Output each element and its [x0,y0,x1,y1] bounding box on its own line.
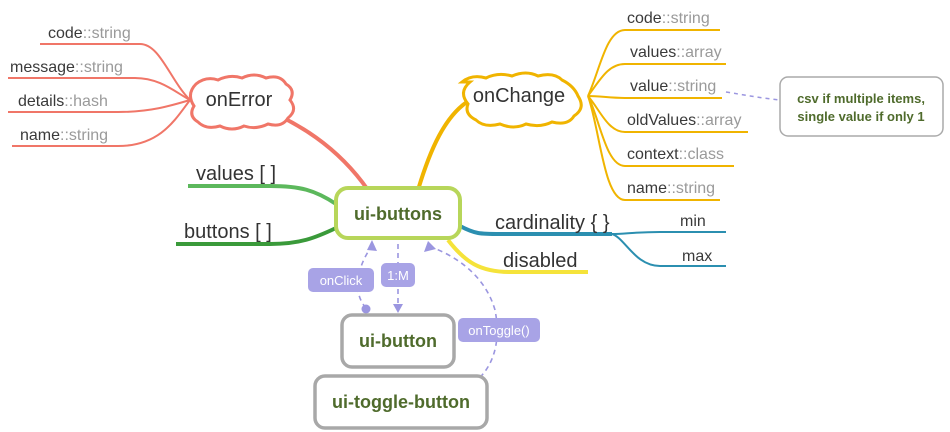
on-error-cloud [189,73,295,131]
ui-toggle-button-node[interactable]: ui-toggle-button [313,374,489,430]
on-change-item: code::string [627,10,710,27]
on-change-leaf-line [587,95,720,201]
on-click-arrow [367,240,377,251]
on-change-branch [416,29,748,201]
buttons-label: buttons [ ] [184,221,272,243]
on-error-node[interactable]: onError [189,73,295,131]
note-line: single value if only 1 [797,109,924,124]
on-change-item: context::class [627,146,724,163]
on-change-leaf-line [587,95,722,99]
on-change-cloud [457,71,583,129]
on-change-item: oldValues::array [627,112,741,129]
on-change-connector [416,98,472,191]
note-line: csv if multiple items, [797,91,925,106]
on-error-item: code::string [48,25,131,42]
on-change-item: name::string [627,180,715,197]
cardinality-max-line [611,233,726,267]
disabled-line [446,238,588,274]
disabled-label: disabled [503,250,578,272]
note-bubble: csv if multiple items, single value if o… [779,76,944,137]
cardinality-min-line [611,231,726,235]
on-error-leaf-line [12,99,191,147]
on-error-item: details::hash [18,93,108,110]
on-toggle-arrow [424,241,436,252]
on-error-item: message::string [10,59,123,76]
central-node-label: ui-buttons [354,204,442,224]
on-change-leaf-line [587,95,734,167]
on-toggle-link [421,245,498,399]
cardinality-min: min [680,213,706,230]
on-change-leaf-line [587,95,748,133]
cardinality-line [459,224,612,236]
on-click-tag-label: onClick [320,273,363,288]
on-change-node[interactable]: onChange [457,71,583,129]
ui-toggle-button-label: ui-toggle-button [332,392,470,412]
values-label: values [ ] [196,163,276,185]
central-node[interactable]: ui-buttons [334,186,462,240]
ui-button-node[interactable]: ui-button [340,313,456,369]
on-click-origin-dot [361,304,371,314]
on-click-tag: onClick [308,268,374,292]
cardinality-max: max [682,248,712,265]
on-toggle-tag-label: onToggle() [468,323,529,338]
on-change-label: onChange [473,85,565,107]
on-toggle-tag: onToggle() [458,318,540,342]
on-change-leaf-line [587,63,726,97]
values-line [188,184,338,206]
on-change-item: value::string [630,78,716,95]
buttons-line [176,226,337,246]
on-error-label: onError [206,89,273,111]
on-change-item: values::array [630,44,722,61]
cardinality-label: cardinality { } [495,212,610,234]
on-error-leaf-line [8,99,191,113]
note-connector [725,91,781,101]
one-to-many-arrow [393,304,403,313]
one-to-many-tag-label: 1:M [387,268,409,283]
on-error-leaf-line [40,43,191,101]
on-error-item: name::string [20,127,108,144]
on-change-leaf-line [587,29,720,97]
ui-button-label: ui-button [359,331,437,351]
on-error-leaf-line [8,77,191,101]
one-to-many-tag: 1:M [381,263,415,287]
